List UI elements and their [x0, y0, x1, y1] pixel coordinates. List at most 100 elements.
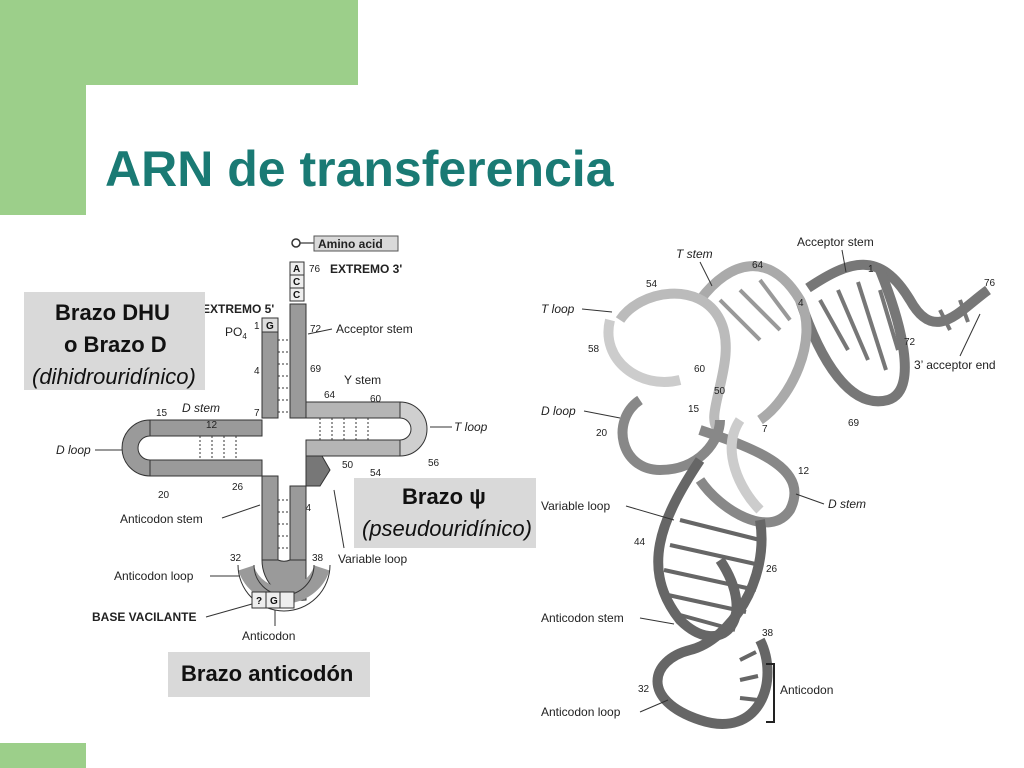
nt-a-label: A [293, 264, 300, 275]
wobble-label: ? [256, 596, 262, 607]
n1: 1 [254, 321, 260, 332]
extremo-5-label: EXTREMO 5' [202, 302, 274, 316]
r-n44: 44 [634, 537, 646, 548]
t-loop-backbone [615, 288, 731, 435]
callout-anticodon: Brazo anticodón [168, 652, 370, 697]
d-loop-label: D loop [56, 443, 91, 457]
nt-c2-label: C [293, 290, 300, 301]
anticodon-strand-3 [289, 485, 307, 561]
anticodon-bracket [766, 663, 775, 723]
callout-dhu-line1: Brazo DHU [55, 300, 170, 325]
r-n76: 76 [984, 278, 996, 289]
anticodon-label: Anticodon [242, 629, 295, 643]
anticodon-loop-label: Anticodon loop [114, 569, 194, 583]
extremo-3-label: EXTREMO 3' [330, 262, 402, 276]
n20: 20 [158, 490, 170, 501]
acceptor-backbone-2 [795, 268, 910, 407]
acceptor-stem-label: Acceptor stem [336, 322, 413, 336]
n32: 32 [230, 553, 242, 564]
po4-label: PO4 [225, 325, 247, 341]
n76: 76 [309, 264, 321, 275]
nt-c2 [289, 287, 305, 302]
n56: 56 [428, 458, 440, 469]
r-n4: 4 [798, 298, 804, 309]
base-vacilante-label: BASE VACILANTE [92, 610, 196, 624]
anticodon-backbone-1 [653, 457, 742, 642]
r-n58: 58 [588, 344, 600, 355]
r-anticodon-loop-label: Anticodon loop [541, 705, 621, 719]
anticodon-stem-label: Anticodon stem [120, 512, 203, 526]
y-stem-label: Y stem [344, 373, 381, 387]
r-n54: 54 [646, 279, 658, 290]
r-n20: 20 [596, 428, 608, 439]
callout-psi-line2: (pseudouridínico) [362, 516, 532, 541]
d-stem-backbone [695, 425, 800, 528]
variable-loop-label: Variable loop [338, 552, 407, 566]
n54: 54 [370, 468, 382, 479]
r-n69: 69 [848, 418, 860, 429]
n69: 69 [310, 364, 322, 375]
nt-g-5: G [266, 321, 274, 332]
r-d-loop-label: D loop [541, 404, 576, 418]
nt-c1-label: C [293, 277, 300, 288]
r-n64: 64 [752, 260, 764, 271]
anticodon-base-3 [279, 591, 295, 609]
n26: 26 [232, 482, 244, 493]
t-stem-bottom [305, 439, 401, 457]
callout-dhu-box [24, 292, 205, 390]
amino-acid-attachment [291, 238, 301, 248]
r-anticodon-stem-label: Anticodon stem [541, 611, 624, 625]
t-loop [399, 401, 428, 457]
n7: 7 [254, 408, 260, 419]
r-n7: 7 [762, 424, 768, 435]
decor-block-top [0, 0, 358, 85]
n15: 15 [156, 408, 168, 419]
n38: 38 [312, 553, 324, 564]
r-acceptor-stem-label: Acceptor stem [797, 235, 874, 249]
acceptor-strand-5 [261, 317, 279, 419]
cloverleaf-diagram: Amino acid A C C 76 EXTREMO 3' G EXTREMO… [56, 235, 488, 643]
variable-loop [305, 455, 331, 487]
callout-anticodon-box [168, 652, 370, 697]
r-variable-loop-label: Variable loop [541, 499, 610, 513]
decor-block-bottom [0, 743, 86, 768]
t-stem-backbone [696, 261, 812, 425]
anticodon-strand-5 [261, 475, 279, 561]
r-3prime-end-label: 3’ acceptor end [914, 358, 996, 372]
acceptor-strand-3 [289, 303, 307, 419]
r-n1: 1 [868, 264, 874, 275]
r-n15: 15 [688, 404, 700, 415]
trna-3d-diagram: T stem Acceptor stem T loop D loop Varia… [541, 235, 996, 729]
n72: 72 [310, 324, 322, 335]
n12: 12 [206, 420, 218, 431]
d-loop [121, 419, 151, 477]
r-n72: 72 [904, 337, 916, 348]
r-n60: 60 [694, 364, 706, 375]
r-t-stem-label: T stem [676, 247, 713, 261]
d-loop-backbone [617, 395, 725, 476]
anticodon-backbone-2 [652, 519, 773, 729]
callout-psi-box [354, 478, 536, 548]
callout-dhu-line3: (dihidrouridínico) [32, 364, 196, 389]
callout-dhu: Brazo DHU o Brazo D (dihidrouridínico) [24, 292, 205, 390]
page-title: ARN de transferencia [105, 141, 614, 197]
r-d-stem-label: D stem [828, 497, 866, 511]
amino-acid-label: Amino acid [318, 237, 383, 251]
d-stem-bottom [149, 459, 263, 477]
d-stem-label: D stem [182, 401, 220, 415]
r-t-loop-label: T loop [541, 302, 575, 316]
anticodon-g-label: G [270, 596, 278, 607]
t-loop-label: T loop [454, 420, 488, 434]
callout-psi: Brazo ψ (pseudouridínico) [354, 478, 536, 548]
n64: 64 [324, 390, 336, 401]
r-n12: 12 [798, 466, 810, 477]
n4: 4 [254, 366, 260, 377]
callout-dhu-line2: o Brazo D [64, 332, 167, 357]
r-anticodon-label: Anticodon [780, 683, 833, 697]
t-stem-top [305, 401, 401, 419]
callout-psi-line1: Brazo ψ [402, 484, 486, 509]
callout-anticodon-text: Brazo anticodón [181, 661, 353, 686]
r-n50: 50 [714, 386, 726, 397]
r-n32: 32 [638, 684, 650, 695]
